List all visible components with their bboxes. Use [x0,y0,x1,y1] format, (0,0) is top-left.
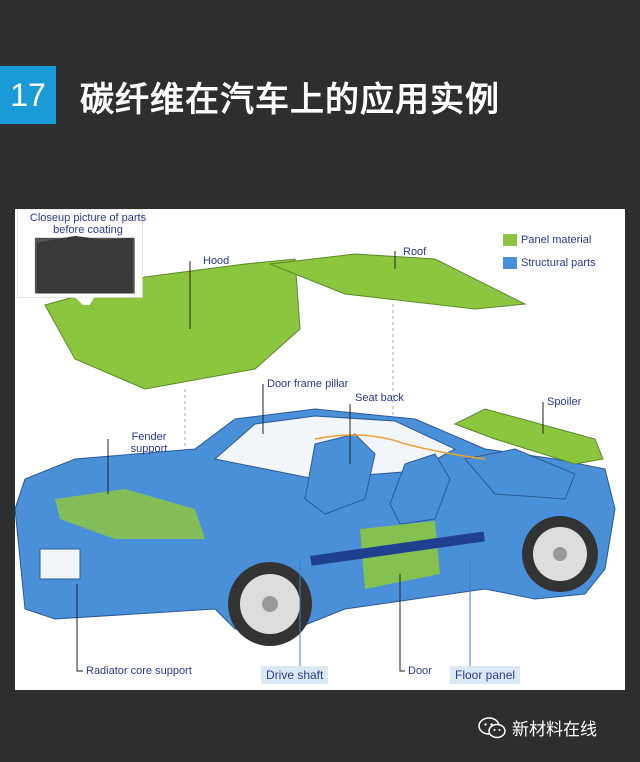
closeup-label: Closeup picture of parts before coating [29,212,147,236]
page-title: 碳纤维在汽车上的应用实例 [80,80,500,120]
label-drive-shaft: Drive shaft [261,666,329,684]
label-spoiler: Spoiler [547,396,582,408]
label-fender-support: Fender support [130,431,168,455]
label-hood: Hood [203,255,230,267]
label-seat-back: Seat back [355,392,404,404]
legend-label: Structural parts [521,257,596,269]
label-radiator-core-support: Radiator core support [86,665,192,677]
slide-number: 17 [0,66,56,124]
label-floor-panel: Floor panel [450,666,521,684]
legend-panel-material: Panel material [503,234,591,246]
brand-name: 新材料在线 [512,720,597,740]
brand-watermark: 新材料在线 [478,715,597,740]
legend-swatch [503,257,517,269]
legend-swatch [503,234,517,246]
label-roof: Roof [403,246,427,258]
closeup-photo [17,209,143,305]
label-door-frame-pillar: Door frame pillar [267,378,349,390]
label-door: Door [408,665,432,677]
legend-structural-parts: Structural parts [503,257,596,269]
wechat-icon [478,716,506,738]
car-diagram-figure: Closeup picture of parts before coating … [15,209,625,690]
legend-label: Panel material [521,234,592,246]
car-illustration [15,251,616,672]
